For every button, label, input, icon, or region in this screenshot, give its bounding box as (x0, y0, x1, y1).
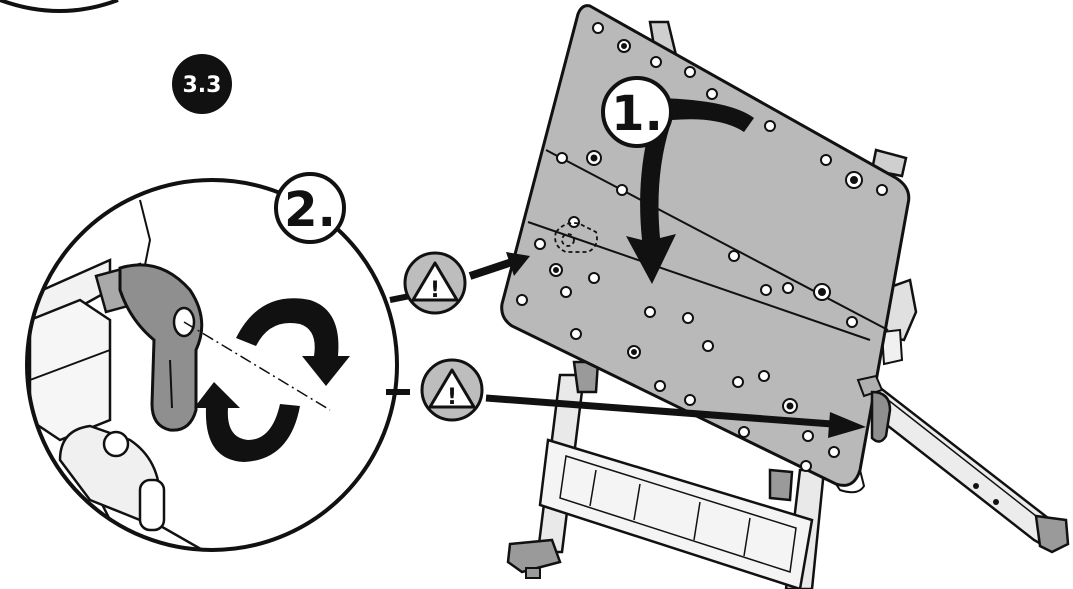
panel-seam-upper (545, 149, 889, 331)
rotate-cw-arrow-upper (236, 298, 350, 386)
arrow-to-hidden-lever (468, 252, 530, 280)
warning-1-glyph: ! (430, 278, 440, 303)
step-badge: 3.3 (172, 54, 232, 114)
knob-lower-right (768, 468, 794, 502)
arrow-to-front-lever (485, 394, 866, 438)
warning-triangle-icon (411, 261, 459, 302)
front-lock-lever (856, 374, 892, 443)
step-badge-label: 3.3 (183, 73, 222, 98)
partial-circle-previous-step (0, 0, 119, 13)
warning-2-glyph: ! (447, 385, 457, 410)
dog-holes (516, 22, 888, 472)
panel-seam-lower (527, 221, 871, 341)
rotate-cw-arrow-lower (194, 382, 300, 462)
hidden-lock-lever-outline (554, 222, 598, 253)
workbench-illustration (500, 4, 1070, 589)
rotate-down-arrow (626, 98, 754, 284)
callout-step-1-label: 1. (611, 86, 663, 142)
warning-2: ! (420, 358, 484, 422)
callout-step-1: 1. (601, 76, 673, 148)
detail-magnifier (25, 178, 411, 552)
support-arm-foot (1034, 514, 1070, 554)
callout-step-2-label: 2. (284, 182, 336, 238)
warning-1: ! (403, 251, 467, 315)
lock-lever-detail (118, 263, 204, 432)
callout-step-2: 2. (274, 172, 346, 244)
warning-triangle-icon (428, 368, 476, 409)
